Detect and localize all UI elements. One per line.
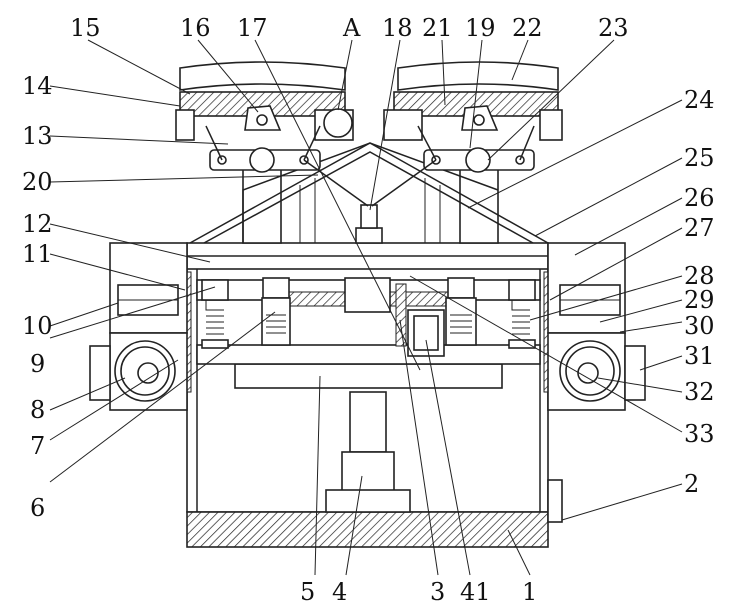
label-1: 1 [522,578,537,606]
label-32: 32 [684,378,715,406]
part-labels: 15 16 17 A 18 21 19 22 23 14 13 20 12 11… [22,14,715,606]
label-30: 30 [684,312,715,340]
label-21: 21 [422,14,453,42]
gear-and-motor [395,283,445,357]
label-24: 24 [684,86,715,114]
label-2: 2 [684,470,699,498]
label-7: 7 [30,432,45,460]
base-plate [186,511,549,548]
label-26: 26 [684,184,715,212]
label-19: 19 [465,14,496,42]
label-25: 25 [684,144,715,172]
label-16: 16 [180,14,211,42]
label-12: 12 [22,210,53,238]
label-17: 17 [237,14,268,42]
label-15: 15 [70,14,101,42]
label-4: 4 [332,578,347,606]
left-jaw [175,61,354,173]
leader-lines [49,39,683,576]
label-14: 14 [22,72,53,100]
lift-platform [196,344,541,389]
spring-posts [201,277,536,349]
label-18: 18 [382,14,413,42]
side-tab [547,479,563,523]
right-side-assembly [547,242,646,411]
label-3: 3 [430,578,445,606]
label-A: A [342,14,361,42]
label-23: 23 [598,14,629,42]
label-20: 20 [22,168,53,196]
center-linkage [303,159,437,207]
label-10: 10 [22,312,53,340]
label-29: 29 [684,286,715,314]
label-27: 27 [684,214,715,242]
lift-cylinder [325,391,411,513]
label-9: 9 [30,350,45,378]
label-41: 41 [460,578,491,606]
label-8: 8 [30,396,45,424]
label-28: 28 [684,262,715,290]
label-11: 11 [22,240,53,268]
label-33: 33 [684,420,715,448]
label-31: 31 [684,342,715,370]
left-side-assembly [89,242,188,411]
label-13: 13 [22,122,53,150]
label-22: 22 [512,14,543,42]
label-5: 5 [300,578,315,606]
label-6: 6 [30,494,45,522]
